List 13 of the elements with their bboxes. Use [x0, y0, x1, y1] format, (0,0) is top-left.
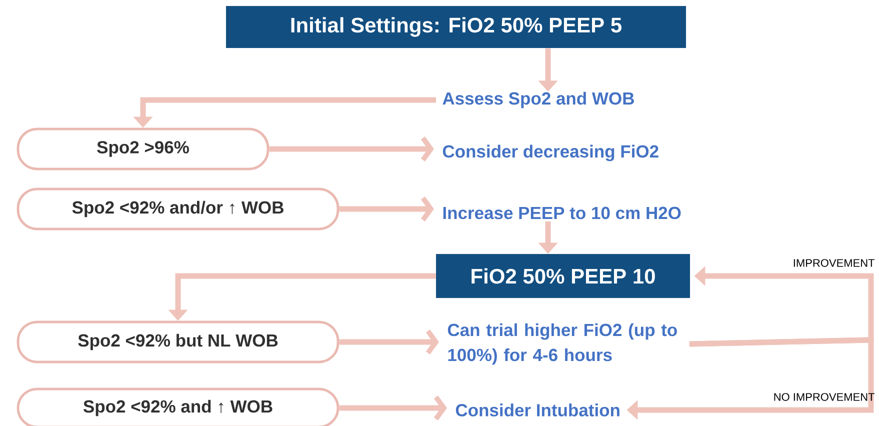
edge-label: IMPROVEMENT	[794, 259, 875, 267]
edge-label: NO IMPROVEMENT	[774, 393, 875, 401]
action-text: Consider Intubation	[456, 404, 620, 416]
settings-box: Initial Settings: FiO2 50% PEEP 5	[226, 6, 686, 48]
arrow	[339, 330, 439, 354]
settings-box: FiO2 50% PEEP 10	[436, 254, 690, 298]
arrow	[339, 196, 434, 222]
action-text: Increase PEEP to 10 cm H2O	[443, 206, 681, 220]
action-text: Consider decreasing FiO2	[442, 144, 658, 162]
arrow	[269, 136, 434, 162]
arrow	[339, 396, 447, 420]
action-text: Assess Spo2 and WOB	[442, 92, 634, 108]
action-text: Can trial higher FiO2 (up to 100%) for 4-6 hours	[448, 323, 677, 365]
